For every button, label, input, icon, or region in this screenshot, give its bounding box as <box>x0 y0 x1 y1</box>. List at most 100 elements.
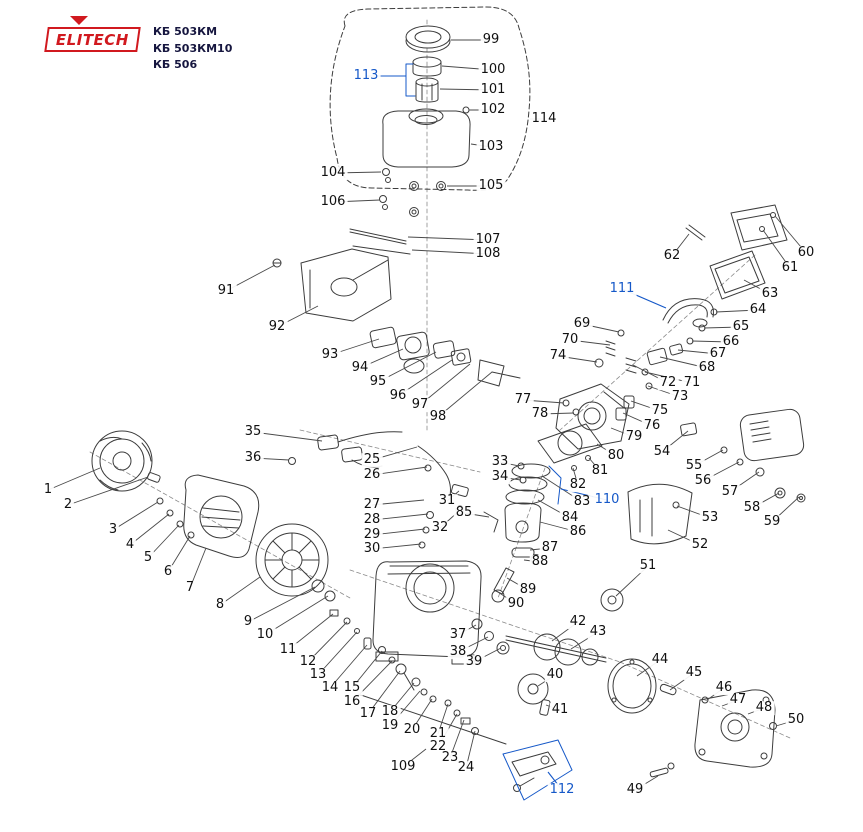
part-label-20: 20 <box>401 722 423 738</box>
cam-sprocket <box>601 589 623 611</box>
filter-retainer <box>413 57 441 76</box>
part-label-40: 40 <box>544 667 566 683</box>
part-label-74: 74 <box>547 348 569 364</box>
flywheel-nut <box>325 591 335 601</box>
part-label-72: 72 <box>657 375 679 391</box>
part-label-18: 18 <box>379 704 401 720</box>
assembly-axes <box>90 20 790 738</box>
leader-line-14 <box>330 645 367 688</box>
leader-line-35 <box>253 432 322 441</box>
part-label-21: 21 <box>427 726 449 742</box>
air-shroud <box>301 249 391 321</box>
carburetor <box>396 332 430 373</box>
model-list: КБ 503КМ КБ 503КМ10 КБ 506 <box>153 16 232 74</box>
group-boundary-114 <box>330 7 530 190</box>
part-label-52: 52 <box>689 537 711 553</box>
part-label-104: 104 <box>318 165 348 181</box>
part-label-48: 48 <box>753 700 775 716</box>
part-label-41: 41 <box>549 702 571 718</box>
part-label-105: 105 <box>476 178 506 194</box>
part-label-33: 33 <box>489 454 511 470</box>
part-label-5: 5 <box>141 550 155 566</box>
logo-triangle-icon <box>70 16 89 25</box>
crank-washers <box>472 619 509 654</box>
part-label-30: 30 <box>361 541 383 557</box>
part-label-10: 10 <box>254 627 276 643</box>
part-label-58: 58 <box>741 500 763 516</box>
part-label-39: 39 <box>463 654 485 670</box>
starter-pawl <box>147 472 161 483</box>
part-label-54: 54 <box>651 444 673 460</box>
part-label-36: 36 <box>242 450 264 466</box>
camshaft <box>518 674 550 716</box>
part-label-24: 24 <box>455 760 477 776</box>
part-label-76: 76 <box>641 418 663 434</box>
part-label-98: 98 <box>427 409 449 425</box>
part-label-94: 94 <box>349 360 371 376</box>
part-label-59: 59 <box>761 514 783 530</box>
leader-line-2 <box>68 477 148 505</box>
valvetrain <box>595 330 652 420</box>
part-label-111: 111 <box>607 281 637 297</box>
part-label-26: 26 <box>361 467 383 483</box>
part-label-82: 82 <box>567 477 589 493</box>
elitech-logo: ELITECH <box>44 16 141 52</box>
part-label-60: 60 <box>795 245 817 261</box>
part-label-86: 86 <box>567 524 589 540</box>
model-name: КБ 506 <box>152 58 198 71</box>
part-label-108: 108 <box>473 246 503 262</box>
part-label-3: 3 <box>106 522 120 538</box>
dowel-pin <box>659 684 676 696</box>
part-label-38: 38 <box>447 644 469 660</box>
part-label-77: 77 <box>512 392 534 408</box>
breather-pipe-111 <box>663 299 713 327</box>
part-label-65: 65 <box>730 319 752 335</box>
tank-screw <box>463 107 469 113</box>
case-gasket <box>608 659 656 713</box>
part-label-17: 17 <box>357 706 379 722</box>
leader-line-9 <box>248 587 315 622</box>
breather-tube <box>686 225 705 240</box>
part-label-71: 71 <box>681 375 703 391</box>
fuel-tank-body <box>383 109 470 167</box>
logo-text: ELITECH <box>55 31 129 49</box>
part-label-57: 57 <box>719 484 741 500</box>
part-label-55: 55 <box>683 458 705 474</box>
part-label-34: 34 <box>489 469 511 485</box>
part-label-1: 1 <box>41 482 55 498</box>
small-parts-train <box>330 610 506 744</box>
model-name: КБ 503КМ10 <box>152 41 233 55</box>
part-label-64: 64 <box>747 302 769 318</box>
dipstick <box>396 664 414 690</box>
part-label-61: 61 <box>779 260 801 276</box>
part-label-46: 46 <box>713 680 735 696</box>
wiring <box>418 446 451 548</box>
part-label-35: 35 <box>242 424 264 440</box>
part-label-31: 31 <box>436 493 458 509</box>
part-label-114: 114 <box>529 111 559 127</box>
flywheel <box>256 524 335 601</box>
coil-bolt <box>289 458 296 465</box>
part-label-49: 49 <box>624 782 646 798</box>
part-label-69: 69 <box>571 316 593 332</box>
part-label-91: 91 <box>215 283 237 299</box>
governor-linkage <box>451 463 526 532</box>
part-label-99: 99 <box>480 32 502 48</box>
crankcase-cover <box>659 684 776 768</box>
bracket-line-109 <box>358 694 506 744</box>
exhaust-guard <box>628 484 692 544</box>
part-label-13: 13 <box>307 667 329 683</box>
part-label-22: 22 <box>427 739 449 755</box>
part-label-62: 62 <box>661 248 683 264</box>
leader-line-98 <box>438 372 492 417</box>
part-label-25: 25 <box>361 452 383 468</box>
part-label-79: 79 <box>623 429 645 445</box>
leader-line-97 <box>420 364 470 405</box>
highlight-bracket-110 <box>549 466 561 504</box>
piston-assembly <box>492 464 550 602</box>
part-label-106: 106 <box>318 194 348 210</box>
part-label-112: 112 <box>547 782 577 798</box>
part-label-8: 8 <box>213 597 227 613</box>
